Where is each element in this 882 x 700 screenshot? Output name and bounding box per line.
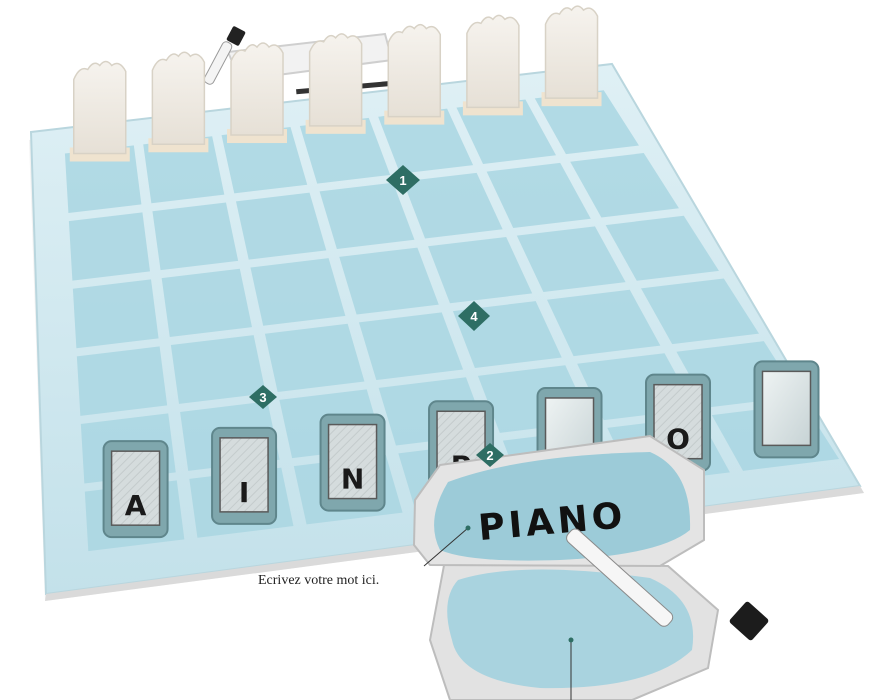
back-tile bbox=[70, 62, 130, 162]
letter-tile: I bbox=[212, 428, 276, 524]
board-cell bbox=[69, 212, 150, 280]
tile-letter: N bbox=[341, 463, 364, 496]
board-cell bbox=[152, 203, 238, 271]
word-whiteboard: PIANO bbox=[414, 436, 718, 700]
back-tile-body bbox=[546, 6, 598, 98]
back-tile bbox=[148, 52, 208, 152]
board-cell bbox=[171, 335, 266, 404]
back-tile bbox=[306, 34, 366, 134]
board-cell bbox=[250, 258, 345, 326]
letter-tile: N bbox=[321, 415, 385, 511]
back-tile-body bbox=[388, 25, 440, 117]
back-tile-body bbox=[231, 43, 283, 135]
back-tile bbox=[384, 25, 444, 125]
board-cell bbox=[265, 324, 365, 392]
letter-tile: A bbox=[104, 441, 168, 537]
tile-letter: A bbox=[125, 489, 147, 522]
back-tile-body bbox=[152, 52, 204, 144]
letter-tile bbox=[754, 361, 818, 457]
tile-letter: I bbox=[239, 476, 249, 509]
back-tile bbox=[227, 43, 287, 143]
marker-1-label: 1 bbox=[399, 173, 406, 188]
back-tile-body bbox=[310, 34, 362, 126]
marker-2-label: 2 bbox=[486, 448, 493, 463]
board-cell bbox=[162, 269, 252, 337]
marker-4-label: 4 bbox=[470, 309, 478, 324]
back-tile bbox=[542, 6, 602, 106]
whiteboard-caption: Ecrivez votre mot ici. bbox=[258, 573, 379, 588]
back-tile bbox=[463, 15, 523, 115]
letter-tile-face bbox=[762, 371, 810, 445]
board-cell bbox=[77, 346, 167, 415]
back-tile-body bbox=[467, 15, 519, 107]
back-tile-body bbox=[74, 62, 126, 154]
marker-3-label: 3 bbox=[259, 390, 266, 405]
board-cell bbox=[73, 279, 159, 348]
